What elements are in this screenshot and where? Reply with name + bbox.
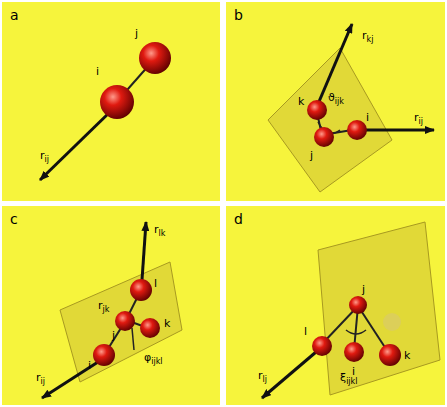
atom-label: j	[362, 284, 365, 295]
panel	[2, 206, 220, 405]
atom-label: j	[135, 28, 138, 39]
atom-label: l	[304, 326, 307, 337]
panel-letter: b	[234, 8, 243, 22]
atom-label: k	[298, 96, 304, 107]
vector-label: ϑijk	[328, 92, 344, 106]
vector-label: rlk	[154, 224, 165, 238]
atom-label: i	[88, 360, 91, 371]
panel-c-figure	[42, 222, 182, 398]
panel-b-figure	[268, 24, 434, 192]
panel-letter: a	[10, 8, 19, 22]
vector-label: rij	[40, 150, 49, 164]
vector-label: rij	[36, 372, 45, 386]
atom-label: i	[96, 66, 99, 77]
panel-d-figure	[262, 222, 440, 398]
panel-letter: c	[10, 212, 18, 226]
atom-label: i	[366, 112, 369, 123]
atom-label: k	[404, 350, 410, 361]
vector-label: rkj	[362, 30, 373, 44]
vector-label: φijkl	[144, 352, 163, 366]
panel-a-figure	[40, 42, 171, 180]
atom-label: i	[352, 366, 355, 377]
panel	[226, 2, 445, 201]
atom-label: j	[310, 150, 313, 161]
panel	[2, 2, 220, 201]
panel-letter: d	[234, 212, 243, 226]
atom-label: l	[154, 278, 157, 289]
vector-label: rij	[414, 112, 423, 126]
atom-label: k	[164, 318, 170, 329]
panel	[226, 206, 445, 405]
vector-label: rlj	[258, 370, 267, 384]
vector-label: rjk	[98, 300, 109, 314]
atom-label: j	[112, 330, 115, 341]
